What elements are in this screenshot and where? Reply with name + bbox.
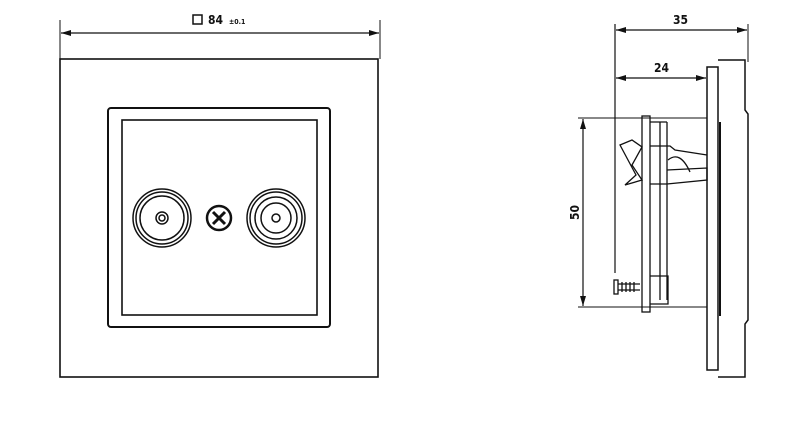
depth-dimension-35: 35 [614,13,749,273]
module-outline [107,107,331,328]
depth-dimension-24: 24 [616,61,706,81]
module-height-label: 50 [568,205,582,220]
tv-connector-icon [132,188,192,248]
front-view: 84 ±0.1 [59,13,381,378]
faceplate-outline [121,119,318,316]
mount-depth-label: 24 [654,61,670,75]
radio-connector-icon [246,188,306,248]
total-depth-label: 35 [673,13,688,27]
terminal-screw-icon [613,279,640,295]
square-symbol-icon [192,14,203,25]
side-view: 35 24 50 [568,13,749,378]
width-dimension: 84 ±0.1 [59,13,381,59]
width-tolerance: ±0.1 [229,18,245,26]
cover-frame [718,59,749,378]
width-value: 84 [208,13,224,27]
frame-outline [59,58,379,378]
screw-icon [205,204,233,232]
module-body [613,115,708,313]
height-dimension-50: 50 [568,117,707,308]
mounting-plate [706,66,719,371]
